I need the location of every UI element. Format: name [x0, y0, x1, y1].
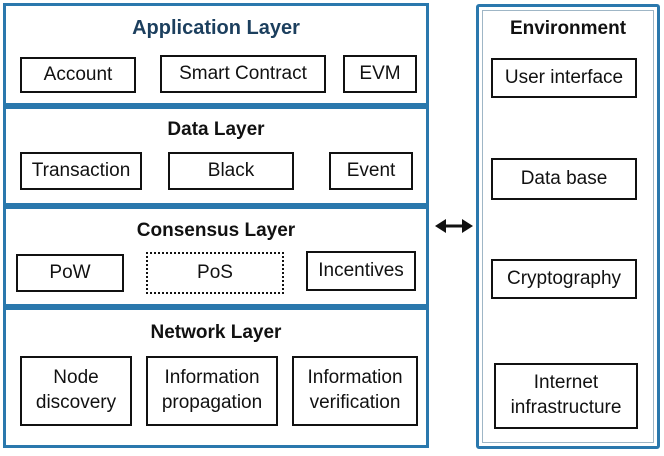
internet-infrastructure-box: Internet infrastructure — [494, 363, 638, 429]
information-propagation-box: Information propagation — [146, 356, 278, 426]
network-layer-title: Network Layer — [150, 322, 282, 343]
transaction-box: Transaction — [20, 152, 142, 190]
data-base-box: Data base — [491, 158, 637, 200]
evm-box: EVM — [343, 55, 417, 93]
information-verification-box: Information verification — [292, 356, 418, 426]
pos-box: PoS — [146, 252, 284, 294]
user-interface-box: User interface — [491, 58, 637, 98]
incentives-box: Incentives — [306, 251, 416, 291]
application-layer-title: Application Layer — [132, 17, 300, 39]
account-box: Account — [20, 57, 136, 93]
node-discovery-box: Node discovery — [20, 356, 132, 426]
environment-title: Environment — [509, 18, 627, 39]
smart-contract-box: Smart Contract — [160, 55, 326, 93]
environment-inner-frame — [482, 10, 654, 443]
consensus-layer-title: Consensus Layer — [136, 220, 296, 241]
bidirectional-arrow-icon — [435, 219, 473, 233]
pow-box: PoW — [16, 254, 124, 292]
environment-panel — [476, 4, 660, 449]
application-layer: Application Layer Account Smart Contract… — [3, 3, 429, 106]
data-layer: Data Layer Transaction Black Event — [3, 106, 429, 206]
event-box: Event — [329, 152, 413, 190]
network-layer: Network Layer Node discovery Information… — [3, 307, 429, 448]
data-layer-title: Data Layer — [167, 119, 265, 140]
consensus-layer: Consensus Layer PoW PoS Incentives — [3, 206, 429, 307]
cryptography-box: Cryptography — [491, 259, 637, 299]
black-box: Black — [168, 152, 294, 190]
